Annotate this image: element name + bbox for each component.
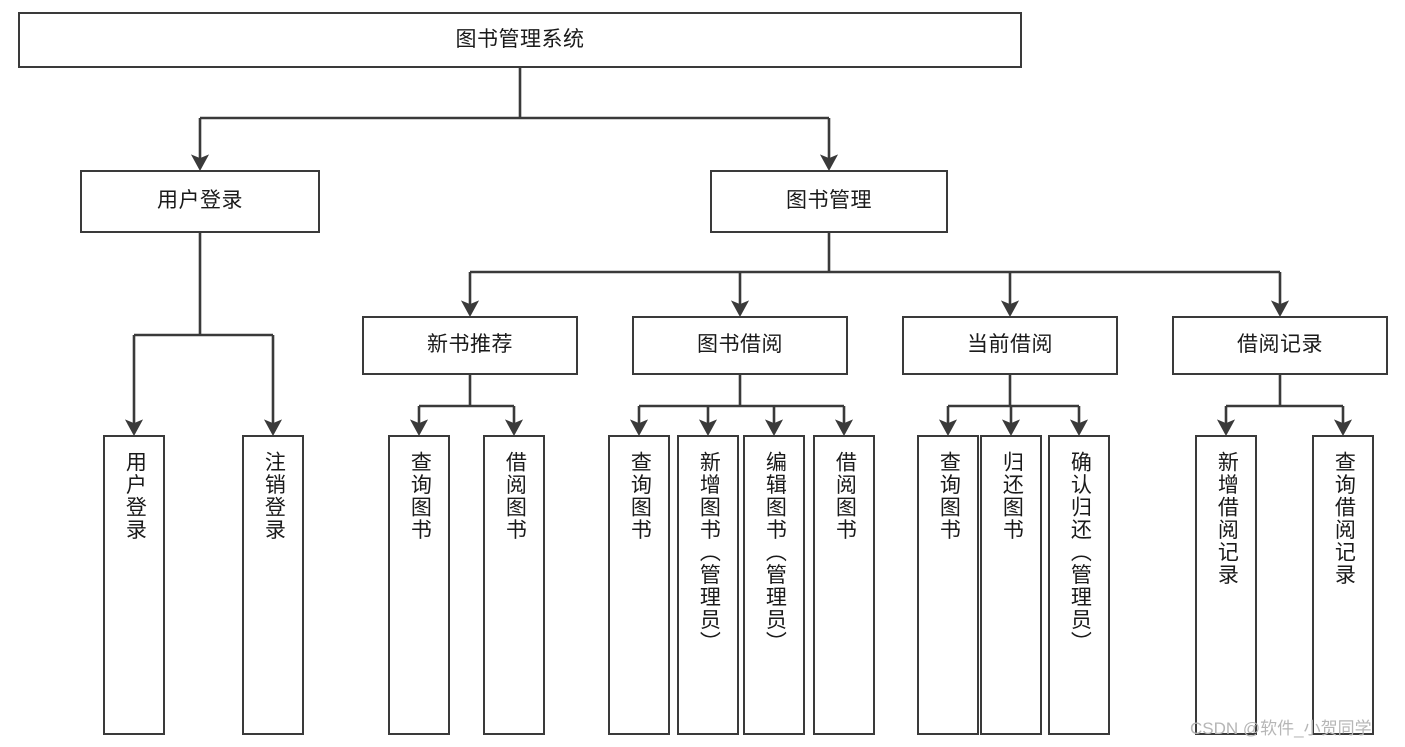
node-label-current-borrow: 当前借阅 [967,333,1053,357]
watermark-text: CSDN @软件_小贺同学 [1190,719,1372,738]
node-label-leaf-add-record: 新增借阅记录 [1215,451,1239,586]
node-label-book-manage: 图书管理 [786,189,872,213]
node-label-root: 图书管理系统 [455,27,585,51]
node-label-leaf-return-book: 归还图书 [1000,451,1024,541]
node-user-login: 用户登录 [80,170,320,233]
node-current-borrow: 当前借阅 [902,316,1118,375]
node-label-leaf-confirm-return: 确认归还（管理员） [1068,451,1092,654]
node-leaf-borrow-book-rec: 借阅图书 [483,435,545,735]
node-leaf-add-record: 新增借阅记录 [1195,435,1257,735]
node-label-leaf-query-book-rec: 查询图书 [408,451,432,541]
node-leaf-query-book-current: 查询图书 [917,435,979,735]
node-label-leaf-edit-book: 编辑图书（管理员） [763,451,787,654]
node-label-leaf-user-login: 用户登录 [123,451,147,541]
node-label-leaf-query-book-borrow: 查询图书 [628,451,652,541]
node-label-leaf-query-record: 查询借阅记录 [1332,451,1356,586]
node-label-borrow-record: 借阅记录 [1237,333,1323,357]
node-label-user-login: 用户登录 [157,189,243,213]
node-book-manage: 图书管理 [710,170,948,233]
node-label-leaf-query-book-current: 查询图书 [937,451,961,541]
node-leaf-query-record: 查询借阅记录 [1312,435,1374,735]
node-label-new-book-rec: 新书推荐 [427,333,513,357]
node-leaf-add-book: 新增图书（管理员） [677,435,739,735]
node-leaf-query-book-borrow: 查询图书 [608,435,670,735]
node-label-book-borrow: 图书借阅 [697,333,783,357]
node-leaf-edit-book: 编辑图书（管理员） [743,435,805,735]
node-leaf-logout: 注销登录 [242,435,304,735]
node-new-book-rec: 新书推荐 [362,316,578,375]
node-label-leaf-logout: 注销登录 [262,451,286,541]
node-label-leaf-borrow-book: 借阅图书 [833,451,857,541]
node-leaf-query-book-rec: 查询图书 [388,435,450,735]
node-root: 图书管理系统 [18,12,1022,68]
node-borrow-record: 借阅记录 [1172,316,1388,375]
node-leaf-user-login: 用户登录 [103,435,165,735]
node-label-leaf-borrow-book-rec: 借阅图书 [503,451,527,541]
node-book-borrow: 图书借阅 [632,316,848,375]
node-leaf-borrow-book: 借阅图书 [813,435,875,735]
node-leaf-confirm-return: 确认归还（管理员） [1048,435,1110,735]
node-leaf-return-book: 归还图书 [980,435,1042,735]
node-label-leaf-add-book: 新增图书（管理员） [697,451,721,654]
